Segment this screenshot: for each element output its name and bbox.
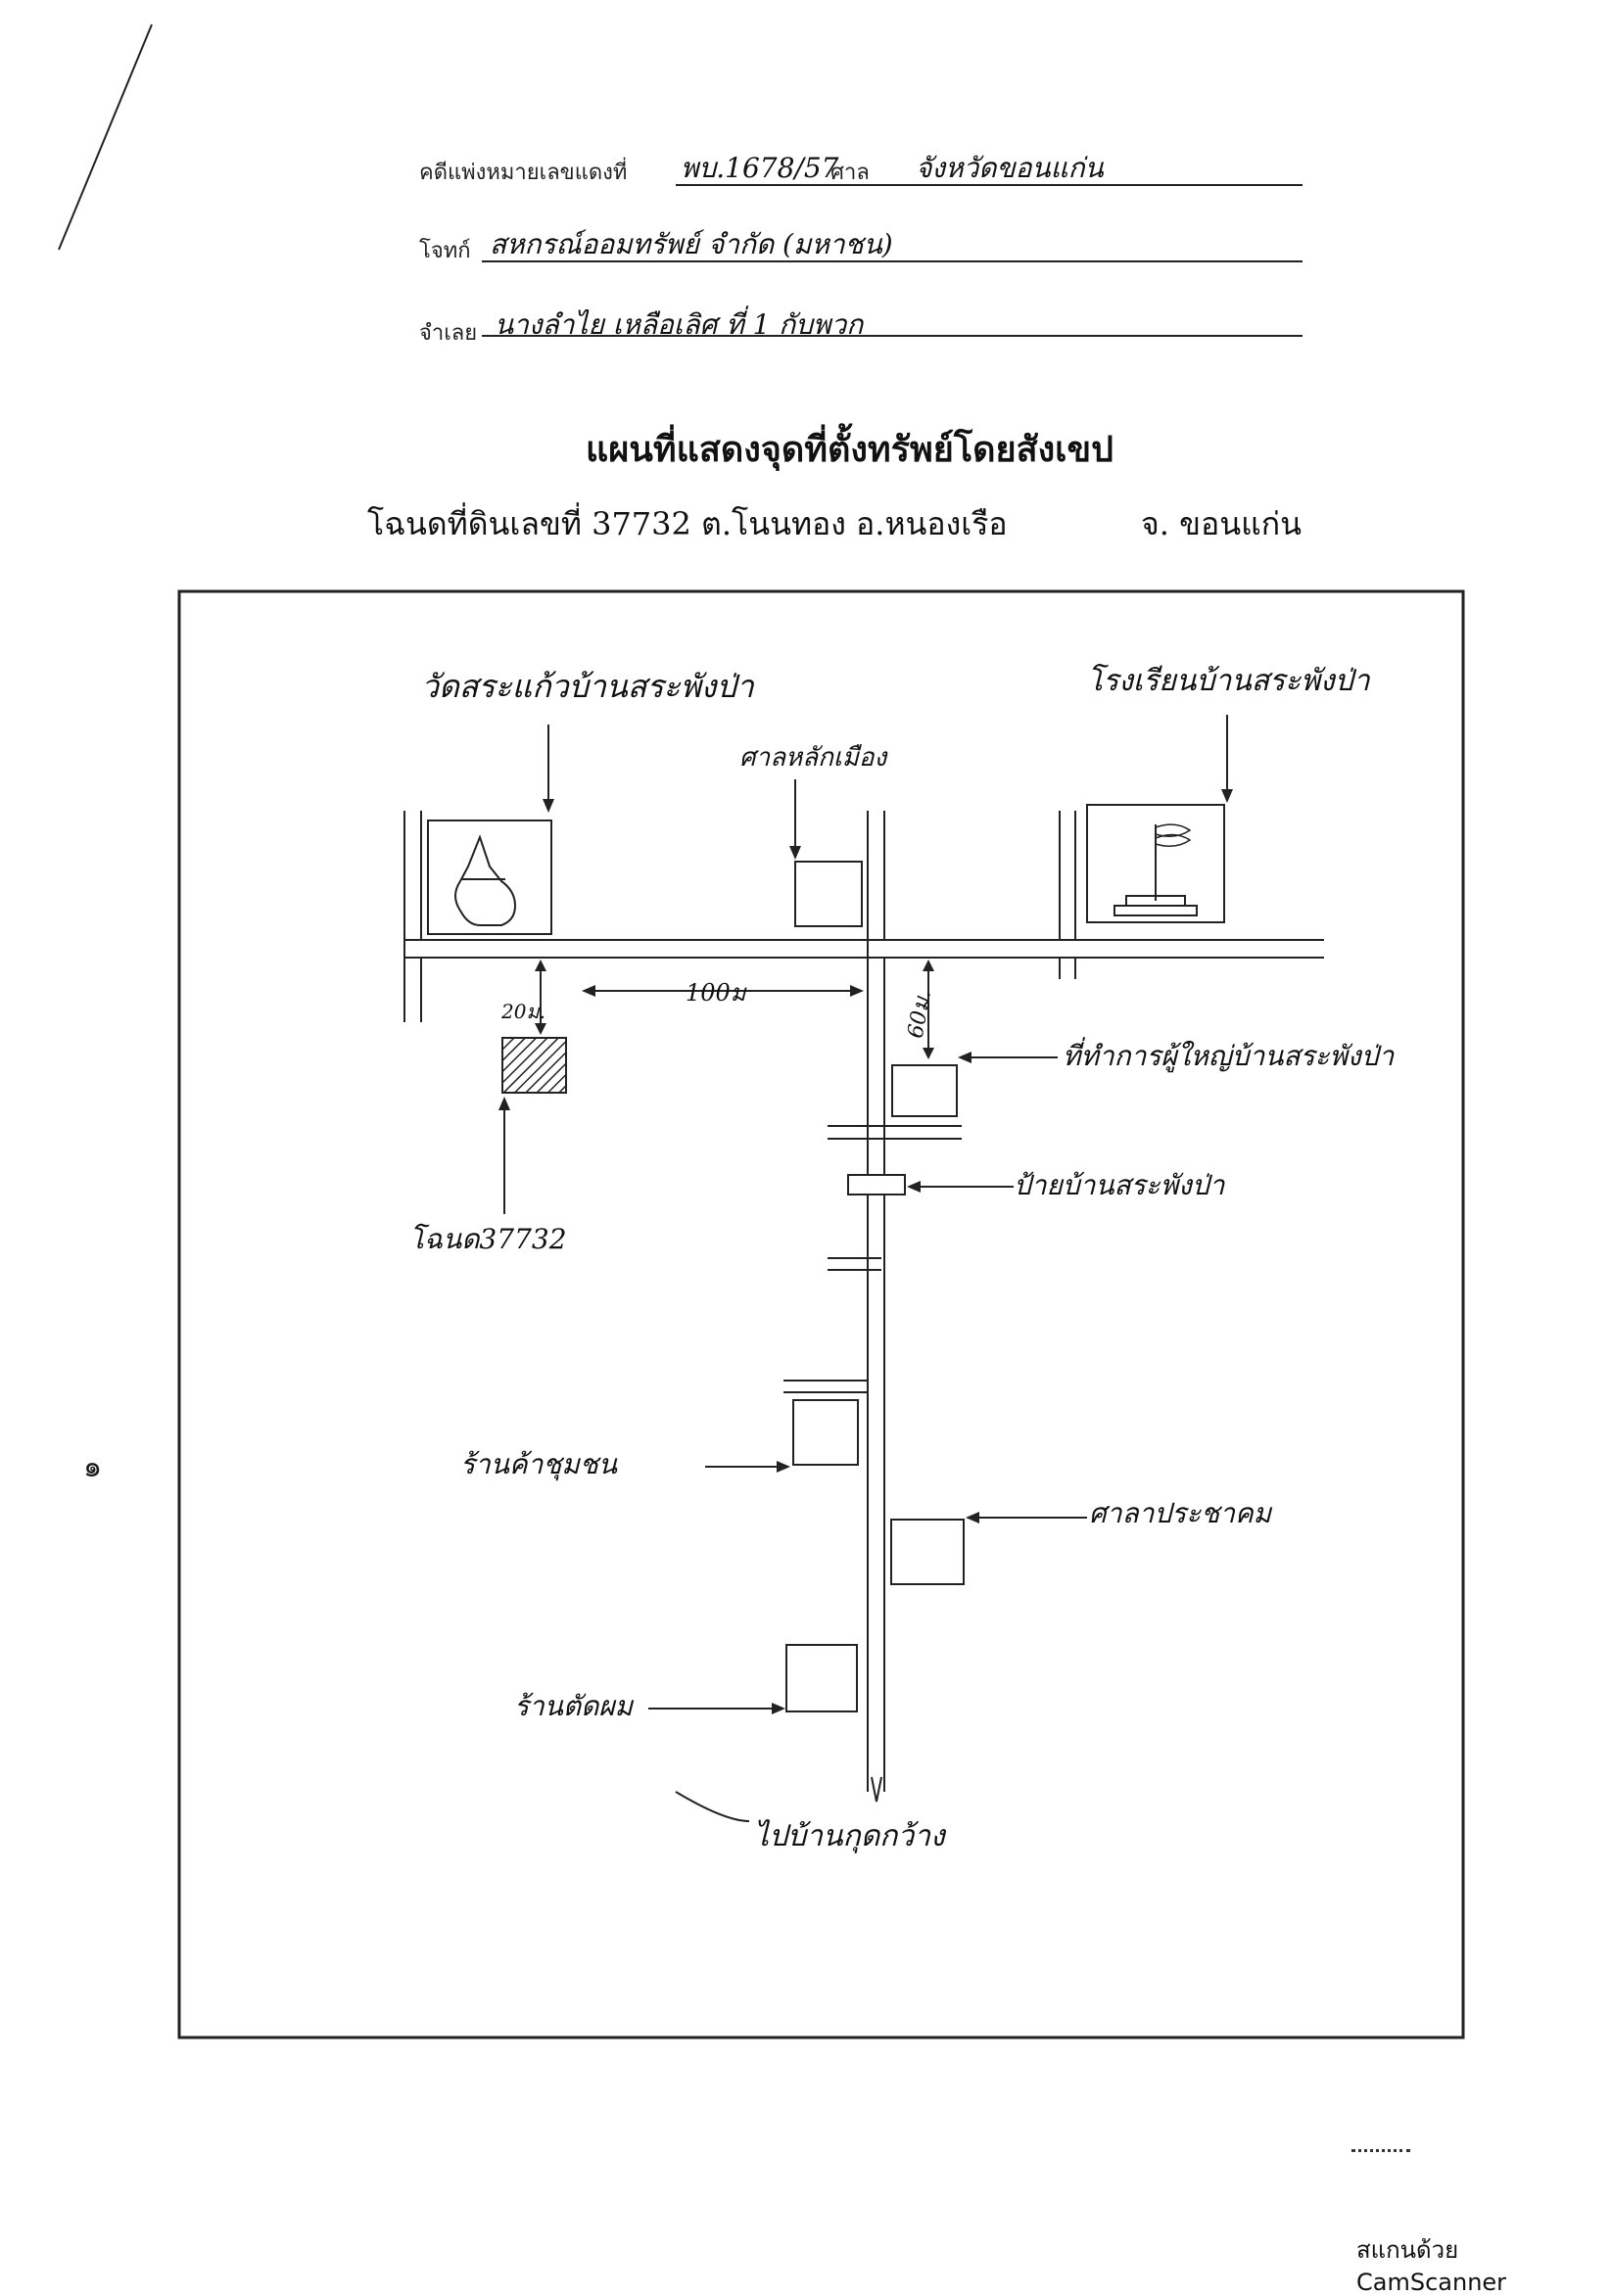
deed-parcel: [501, 1037, 567, 1094]
label-temple: วัดสระแก้วบ้านสระพังป่า: [421, 668, 755, 705]
case-number-value: พบ.1678/57: [681, 152, 839, 184]
case-number-label: คดีแพ่งหมายเลขแดงที่: [419, 161, 628, 185]
province: จ. ขอนแก่น: [1141, 505, 1302, 542]
label-salon: ร้านตัดผม: [514, 1690, 635, 1722]
shrine-building: [794, 861, 863, 927]
defendant-label: จำเลย: [419, 321, 478, 346]
margin-stroke: [58, 23, 153, 251]
school-building: [1086, 804, 1225, 923]
small-stamp: [1351, 2149, 1410, 2158]
map-title: แผนที่แสดงจุดที่ตั้งทรัพย์โดยสังเขป: [586, 430, 1113, 470]
shop-building: [792, 1399, 859, 1466]
court-label: ศาล: [830, 161, 870, 185]
scanner-watermark: สแกนด้วย CamScanner: [1356, 2236, 1507, 2296]
label-dist-100: 100ม: [686, 979, 747, 1007]
village-sign-marker: [847, 1174, 906, 1195]
label-dist-60: 60ม.: [904, 988, 936, 1040]
page-mark: ๑: [83, 1450, 103, 1484]
defendant-underline: [482, 335, 1303, 337]
label-pavilion: ศาลาประชาคม: [1089, 1497, 1273, 1529]
plaintiff-name-value: สหกรณ์ออมทรัพย์ จำกัด (มหาชน): [490, 228, 893, 260]
plaintiff-underline: [482, 260, 1303, 262]
label-shrine: ศาลหลักเมือง: [739, 743, 888, 773]
temple-building: [427, 820, 552, 935]
case-underline: [676, 184, 1303, 186]
court-name-value: จังหวัดขอนแก่น: [916, 152, 1104, 184]
deed-info: โฉนดที่ดินเลขที่ 37732 ต.โนนทอง อ.หนองเร…: [367, 505, 1008, 542]
pavilion-building: [890, 1519, 965, 1585]
label-deed: โฉนด37732: [409, 1223, 567, 1255]
label-village-office: ที่ทำการผู้ใหญ่บ้านสระพังป่า: [1063, 1037, 1395, 1073]
label-dist-20: 20ม.: [500, 1000, 545, 1023]
label-to-village: ไปบ้านกุดกว้าง: [754, 1819, 947, 1853]
label-school: โรงเรียนบ้านสระพังป่า: [1087, 663, 1371, 698]
plaintiff-label: โจทก์: [419, 239, 471, 263]
label-shop: ร้านค้าชุมชน: [460, 1448, 618, 1481]
map-border: [177, 589, 1465, 2039]
village-office-building: [891, 1064, 958, 1117]
label-village-sign: ป้ายบ้านสระพังป่า: [1014, 1169, 1226, 1201]
salon-building: [785, 1644, 858, 1712]
